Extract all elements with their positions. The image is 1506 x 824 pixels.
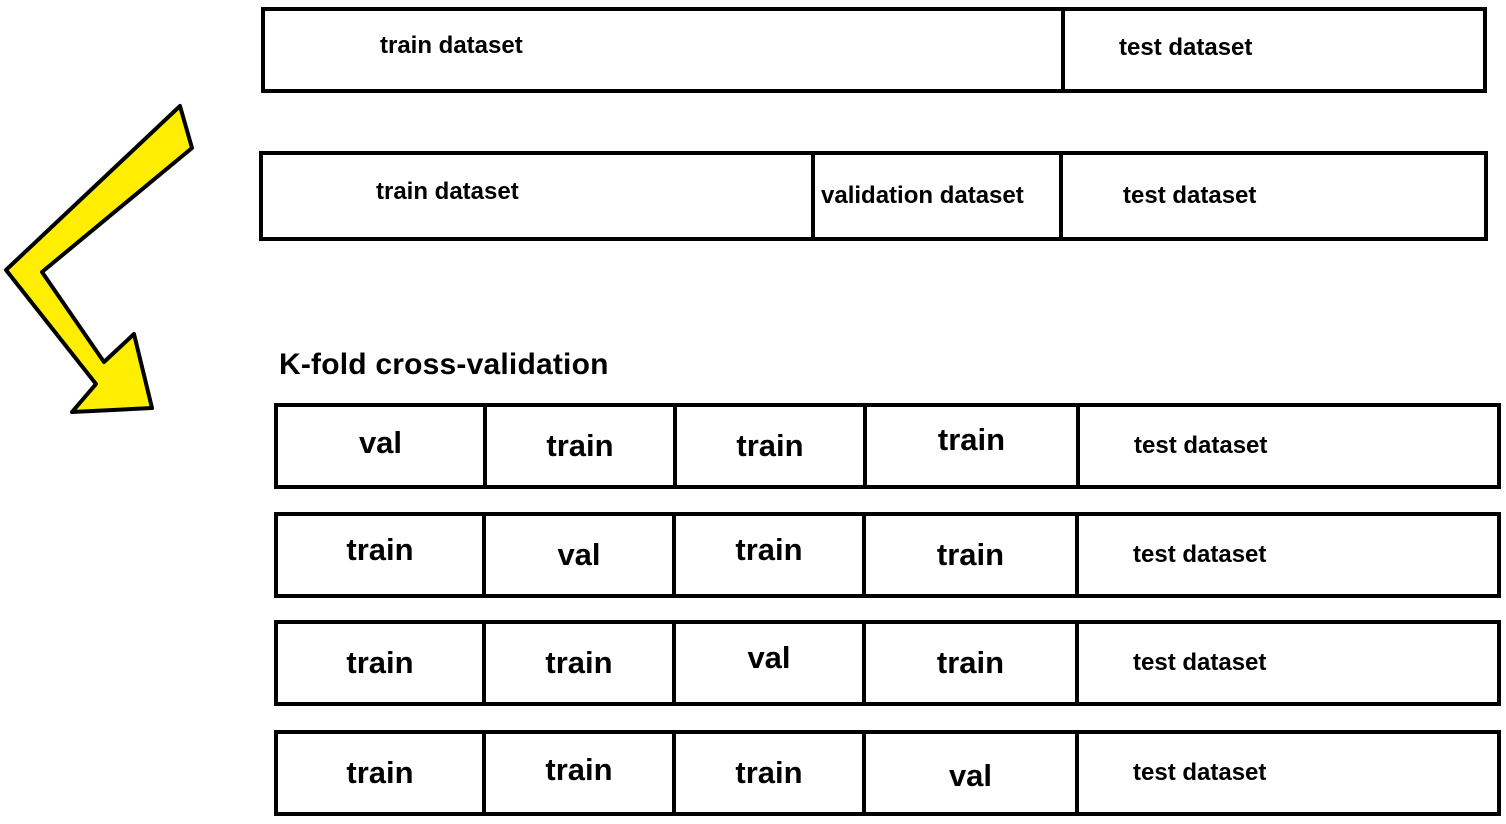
fold-cell-val: val — [482, 516, 672, 594]
segment-label: train dataset — [376, 178, 519, 205]
segment-label: train dataset — [380, 32, 523, 59]
fold-cell-test: test dataset — [1075, 516, 1497, 594]
fold-cell-train: train — [862, 624, 1075, 702]
fold-row-2: train val train train test dataset — [274, 512, 1501, 598]
segment-label: validation dataset — [821, 182, 1024, 209]
fold-cell-train: train — [672, 734, 862, 812]
segment-label: test dataset — [1123, 182, 1257, 209]
fold-cell-val: val — [672, 624, 862, 702]
fold-cell-train: train — [483, 407, 673, 485]
segment-label: test dataset — [1119, 34, 1253, 61]
fold-cell-val: val — [358, 425, 403, 460]
fold-row-3: train train val train test dataset — [274, 620, 1501, 706]
validation-dataset-segment: validation dataset — [811, 155, 1059, 237]
train-test-split-bar: train dataset test dataset — [261, 7, 1487, 93]
fold-cell-train: train — [346, 755, 414, 790]
test-dataset-segment: test dataset — [1059, 155, 1484, 237]
test-dataset-segment: test dataset — [1061, 11, 1483, 89]
train-val-test-split-bar: train dataset validation dataset test da… — [259, 151, 1488, 241]
train-dataset-segment: train dataset — [265, 11, 1061, 89]
fold-row-4: train train train val test dataset — [274, 730, 1501, 816]
fold-cell-train: train — [346, 645, 414, 680]
fold-cell-train: train — [482, 734, 672, 812]
fold-cell-train: train — [673, 407, 863, 485]
fold-cell-train: train — [346, 532, 414, 567]
fold-cell-test: test dataset — [1076, 407, 1497, 485]
fold-cell-val: val — [862, 734, 1075, 812]
kfold-title: K-fold cross-validation — [279, 348, 609, 381]
fold-cell-test: test dataset — [1075, 734, 1497, 812]
train-dataset-segment: train dataset — [263, 155, 811, 237]
fold-cell-train: train — [863, 407, 1076, 485]
fold-row-1: val train train train test dataset — [274, 403, 1501, 489]
fold-cell-train: train — [862, 516, 1075, 594]
fold-cell-train: train — [672, 516, 862, 594]
bent-arrow-icon — [4, 104, 194, 414]
fold-cell-train: train — [482, 624, 672, 702]
fold-cell-test: test dataset — [1075, 624, 1497, 702]
